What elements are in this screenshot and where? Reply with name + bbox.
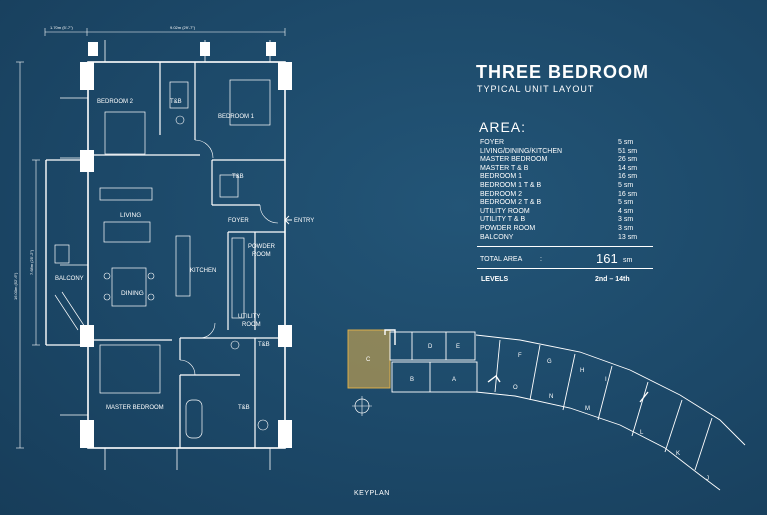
- area-row-label: LIVING/DINING/KITCHEN: [480, 147, 563, 155]
- room-label-foyer: FOYER: [228, 218, 249, 224]
- room-label-powder1: POWDER: [248, 244, 276, 250]
- total-area-value: 161: [596, 251, 618, 266]
- unit-e: E: [456, 344, 460, 350]
- keyplan-drawing: [347, 329, 746, 491]
- room-label-tb-master: T&B: [238, 405, 250, 411]
- area-row-value: 26 sm: [618, 156, 638, 164]
- unit-h: H: [580, 368, 584, 374]
- area-row: BEDROOM 1 16 sm: [480, 173, 640, 182]
- area-row-value: 16 sm: [618, 190, 638, 198]
- room-label-utility1: UTILITY: [238, 314, 260, 320]
- keyplan-unit-labels: C D E B A F G H I O N M L K J: [366, 344, 709, 482]
- unit-k: K: [676, 451, 680, 457]
- area-row-value: 5 sm: [618, 199, 634, 207]
- area-row-label: BEDROOM 2: [480, 190, 523, 198]
- levels-value: 2nd – 14th: [595, 276, 630, 283]
- area-row: POWDER ROOM 3 sm: [480, 225, 640, 234]
- unit-l: L: [640, 430, 644, 436]
- room-label-utility2: ROOM: [242, 322, 261, 328]
- area-row-label: BEDROOM 2 T & B: [480, 199, 542, 207]
- area-row-label: MASTER T & B: [480, 164, 529, 172]
- unit-m: M: [585, 406, 590, 412]
- area-row: BEDROOM 2 16 sm: [480, 191, 640, 200]
- unit-a: A: [452, 377, 456, 383]
- area-row: MASTER BEDROOM 26 sm: [480, 156, 640, 165]
- area-row-value: 16 sm: [618, 173, 638, 181]
- area-row-value: 14 sm: [618, 164, 638, 172]
- unit-b: B: [410, 377, 414, 383]
- unit-o: O: [513, 385, 518, 391]
- area-row-label: POWDER ROOM: [480, 224, 536, 232]
- room-label-tb-util: T&B: [258, 342, 270, 348]
- area-row: MASTER T & B 14 sm: [480, 165, 640, 174]
- page-title: THREE BEDROOM: [476, 62, 650, 82]
- dim-top-left: 1.70m (5'-7"): [50, 25, 74, 30]
- unit-g: G: [547, 359, 552, 365]
- page-subtitle: TYPICAL UNIT LAYOUT: [477, 84, 595, 94]
- area-row-label: UTILITY ROOM: [480, 207, 530, 215]
- room-label-entry: ENTRY: [294, 218, 314, 224]
- area-row-value: 13 sm: [618, 233, 638, 241]
- room-label-bedroom2: BEDROOM 2: [97, 99, 134, 105]
- area-row-value: 51 sm: [618, 147, 638, 155]
- unit-j: J: [706, 476, 709, 482]
- room-label-master: MASTER BEDROOM: [106, 405, 164, 411]
- area-row-label: BALCONY: [480, 233, 514, 241]
- area-row: FOYER 5 sm: [480, 139, 640, 148]
- total-area-colon: :: [540, 256, 542, 263]
- room-label-tb-top: T&B: [170, 99, 182, 105]
- room-label-dining: DINING: [121, 290, 144, 297]
- unit-n: N: [549, 394, 553, 400]
- area-row: BEDROOM 2 T & B 5 sm: [480, 199, 640, 208]
- unit-i: I: [605, 377, 607, 383]
- area-row-value: 3 sm: [618, 216, 634, 224]
- room-label-living: LIVING: [120, 212, 141, 219]
- area-row-label: UTILITY T & B: [480, 216, 526, 224]
- area-row: UTILITY ROOM 4 sm: [480, 208, 640, 217]
- area-row-value: 5 sm: [618, 139, 634, 146]
- room-label-tb-mid: T&B: [232, 174, 244, 180]
- area-row-label: BEDROOM 1: [480, 173, 523, 181]
- unit-f: F: [518, 353, 522, 359]
- dim-top-right: 9.02m (29'-7"): [170, 25, 196, 30]
- room-label-powder2: ROOM: [252, 252, 271, 258]
- room-label-kitchen: KITCHEN: [190, 268, 216, 274]
- room-label-balcony: BALCONY: [55, 276, 84, 282]
- unit-c: C: [366, 357, 371, 363]
- room-label-bedroom1: BEDROOM 1: [218, 114, 255, 120]
- unit-d: D: [428, 344, 433, 350]
- area-row-label: BEDROOM 1 T & B: [480, 181, 542, 189]
- area-row-value: 4 sm: [618, 207, 634, 215]
- area-row: BALCONY 13 sm: [480, 234, 640, 243]
- area-divider-bottom: [477, 268, 653, 269]
- area-row: LIVING/DINING/KITCHEN 51 sm: [480, 148, 640, 157]
- total-area-unit: sm: [623, 257, 633, 264]
- keyplan-label: KEYPLAN: [354, 490, 390, 497]
- area-row: UTILITY T & B 3 sm: [480, 216, 640, 225]
- area-row-value: 5 sm: [618, 181, 634, 189]
- area-divider-top: [477, 246, 653, 247]
- area-row-value: 3 sm: [618, 224, 634, 232]
- dim-left-inner: 7.68m (25'-2"): [29, 249, 34, 275]
- area-row-label: FOYER: [480, 139, 505, 146]
- levels-label: LEVELS: [481, 276, 509, 283]
- total-area-label: TOTAL AREA: [480, 256, 523, 263]
- area-row: BEDROOM 1 T & B 5 sm: [480, 182, 640, 191]
- area-heading: AREA:: [479, 119, 527, 135]
- area-row-label: MASTER BEDROOM: [480, 156, 548, 164]
- dim-left-outer: 16.00m (52'-6"): [13, 272, 18, 300]
